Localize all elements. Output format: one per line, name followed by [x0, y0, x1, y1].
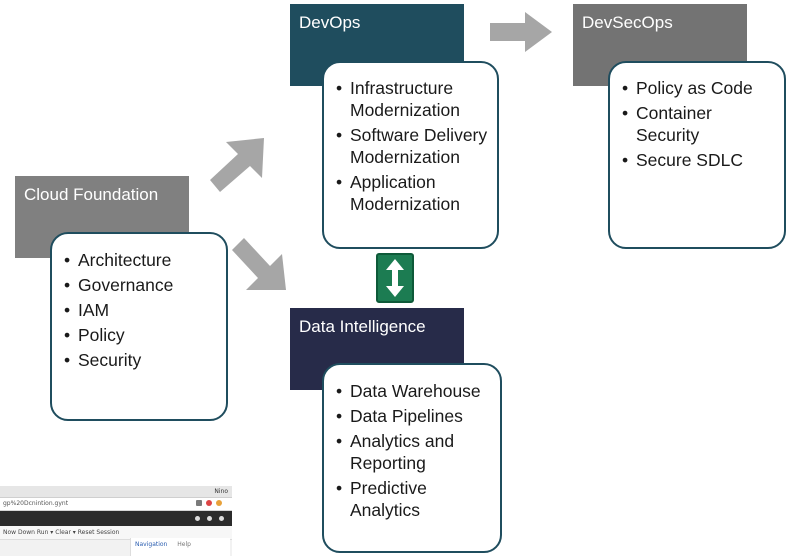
thumbnail-user-label: Nino [214, 488, 228, 495]
thumbnail-toolbar-text: Now Down Run ▾ Clear ▾ Reset Session [3, 529, 120, 536]
user-icon [207, 516, 212, 521]
devops-title: DevOps [299, 13, 361, 32]
list-item: Architecture [64, 249, 220, 271]
cloud-foundation-list: Architecture Governance IAM Policy Secur… [64, 249, 220, 371]
list-item: Secure SDLC [622, 149, 778, 171]
thumbnail-toolbar: Now Down Run ▾ Clear ▾ Reset Session [0, 526, 232, 540]
devops-card: Infrastructure Modernization Software De… [322, 61, 499, 249]
list-item: Application Modernization [336, 171, 491, 215]
extension-icon [206, 500, 212, 506]
notification-icon [195, 516, 200, 521]
up-down-arrow-icon [376, 253, 414, 303]
list-item: Analytics and Reporting [336, 430, 494, 474]
thumbnail-nav-panel: Navigation Help [130, 538, 230, 556]
settings-icon [219, 516, 224, 521]
devsecops-title: DevSecOps [582, 13, 673, 32]
list-item: Governance [64, 274, 220, 296]
list-item: Data Pipelines [336, 405, 494, 427]
arrow-up-right-icon [210, 138, 264, 192]
devops-list: Infrastructure Modernization Software De… [336, 77, 491, 215]
list-item: Software Delivery Modernization [336, 124, 491, 168]
cloud-foundation-title: Cloud Foundation [24, 185, 159, 204]
data-intelligence-title: Data Intelligence [299, 317, 426, 336]
list-item: Predictive Analytics [336, 477, 494, 521]
list-item: Security [64, 349, 220, 371]
thumbnail-dark-bar [0, 511, 232, 526]
thumbnail-nav-tab: Navigation [135, 541, 168, 548]
extension-icon [196, 500, 202, 506]
list-item: IAM [64, 299, 220, 321]
list-item: Data Warehouse [336, 380, 494, 402]
thumbnail-help-tab: Help [177, 541, 191, 548]
list-item: Infrastructure Modernization [336, 77, 491, 121]
extension-icon [216, 500, 222, 506]
cloud-foundation-card: Architecture Governance IAM Policy Secur… [50, 232, 228, 421]
devsecops-card: Policy as Code Container Security Secure… [608, 61, 786, 249]
thumbnail-titlebar: Nino [0, 486, 232, 498]
screenshot-thumbnail: Nino gp%20Dcnintion.gynt Now Down Run ▾ … [0, 486, 232, 556]
arrow-right-icon [490, 12, 552, 52]
list-item: Container Security [622, 102, 778, 146]
data-intelligence-card: Data Warehouse Data Pipelines Analytics … [322, 363, 502, 553]
data-intelligence-list: Data Warehouse Data Pipelines Analytics … [336, 380, 494, 521]
arrow-down-right-icon [232, 238, 286, 290]
devsecops-list: Policy as Code Container Security Secure… [622, 77, 778, 171]
thumbnail-address-bar: gp%20Dcnintion.gynt [0, 498, 232, 511]
list-item: Policy as Code [622, 77, 778, 99]
thumbnail-url: gp%20Dcnintion.gynt [3, 500, 69, 507]
list-item: Policy [64, 324, 220, 346]
